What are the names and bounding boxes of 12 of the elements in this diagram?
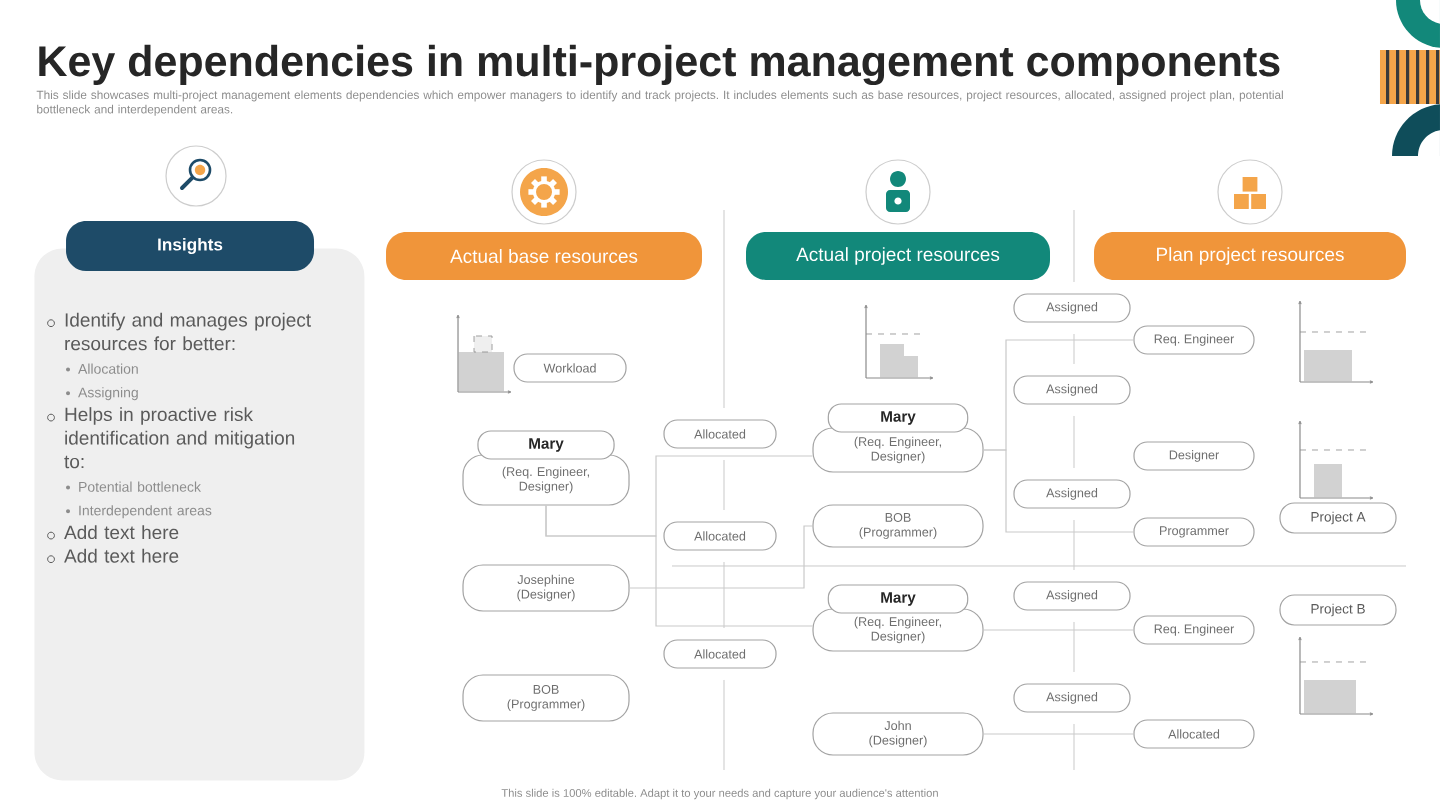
list-item: Add text here — [64, 525, 179, 540]
header-pill: Insights — [66, 221, 314, 271]
header-pill: Plan project resources — [1094, 232, 1406, 280]
title: Key dependencies in multi-project management components — [39, 44, 1280, 86]
list-item: Helps in proactive risk identification and mitigation to: — [64, 407, 295, 469]
connector-line — [983, 449, 1134, 533]
connector-line — [545, 505, 813, 627]
list-item: Identify and manages project resources for better: — [65, 312, 311, 351]
list-item: Add text here — [64, 548, 179, 563]
header-pill: Actual project resources — [746, 232, 1050, 280]
header-pill: Actual base resources — [386, 232, 702, 280]
connector-line — [629, 525, 813, 589]
